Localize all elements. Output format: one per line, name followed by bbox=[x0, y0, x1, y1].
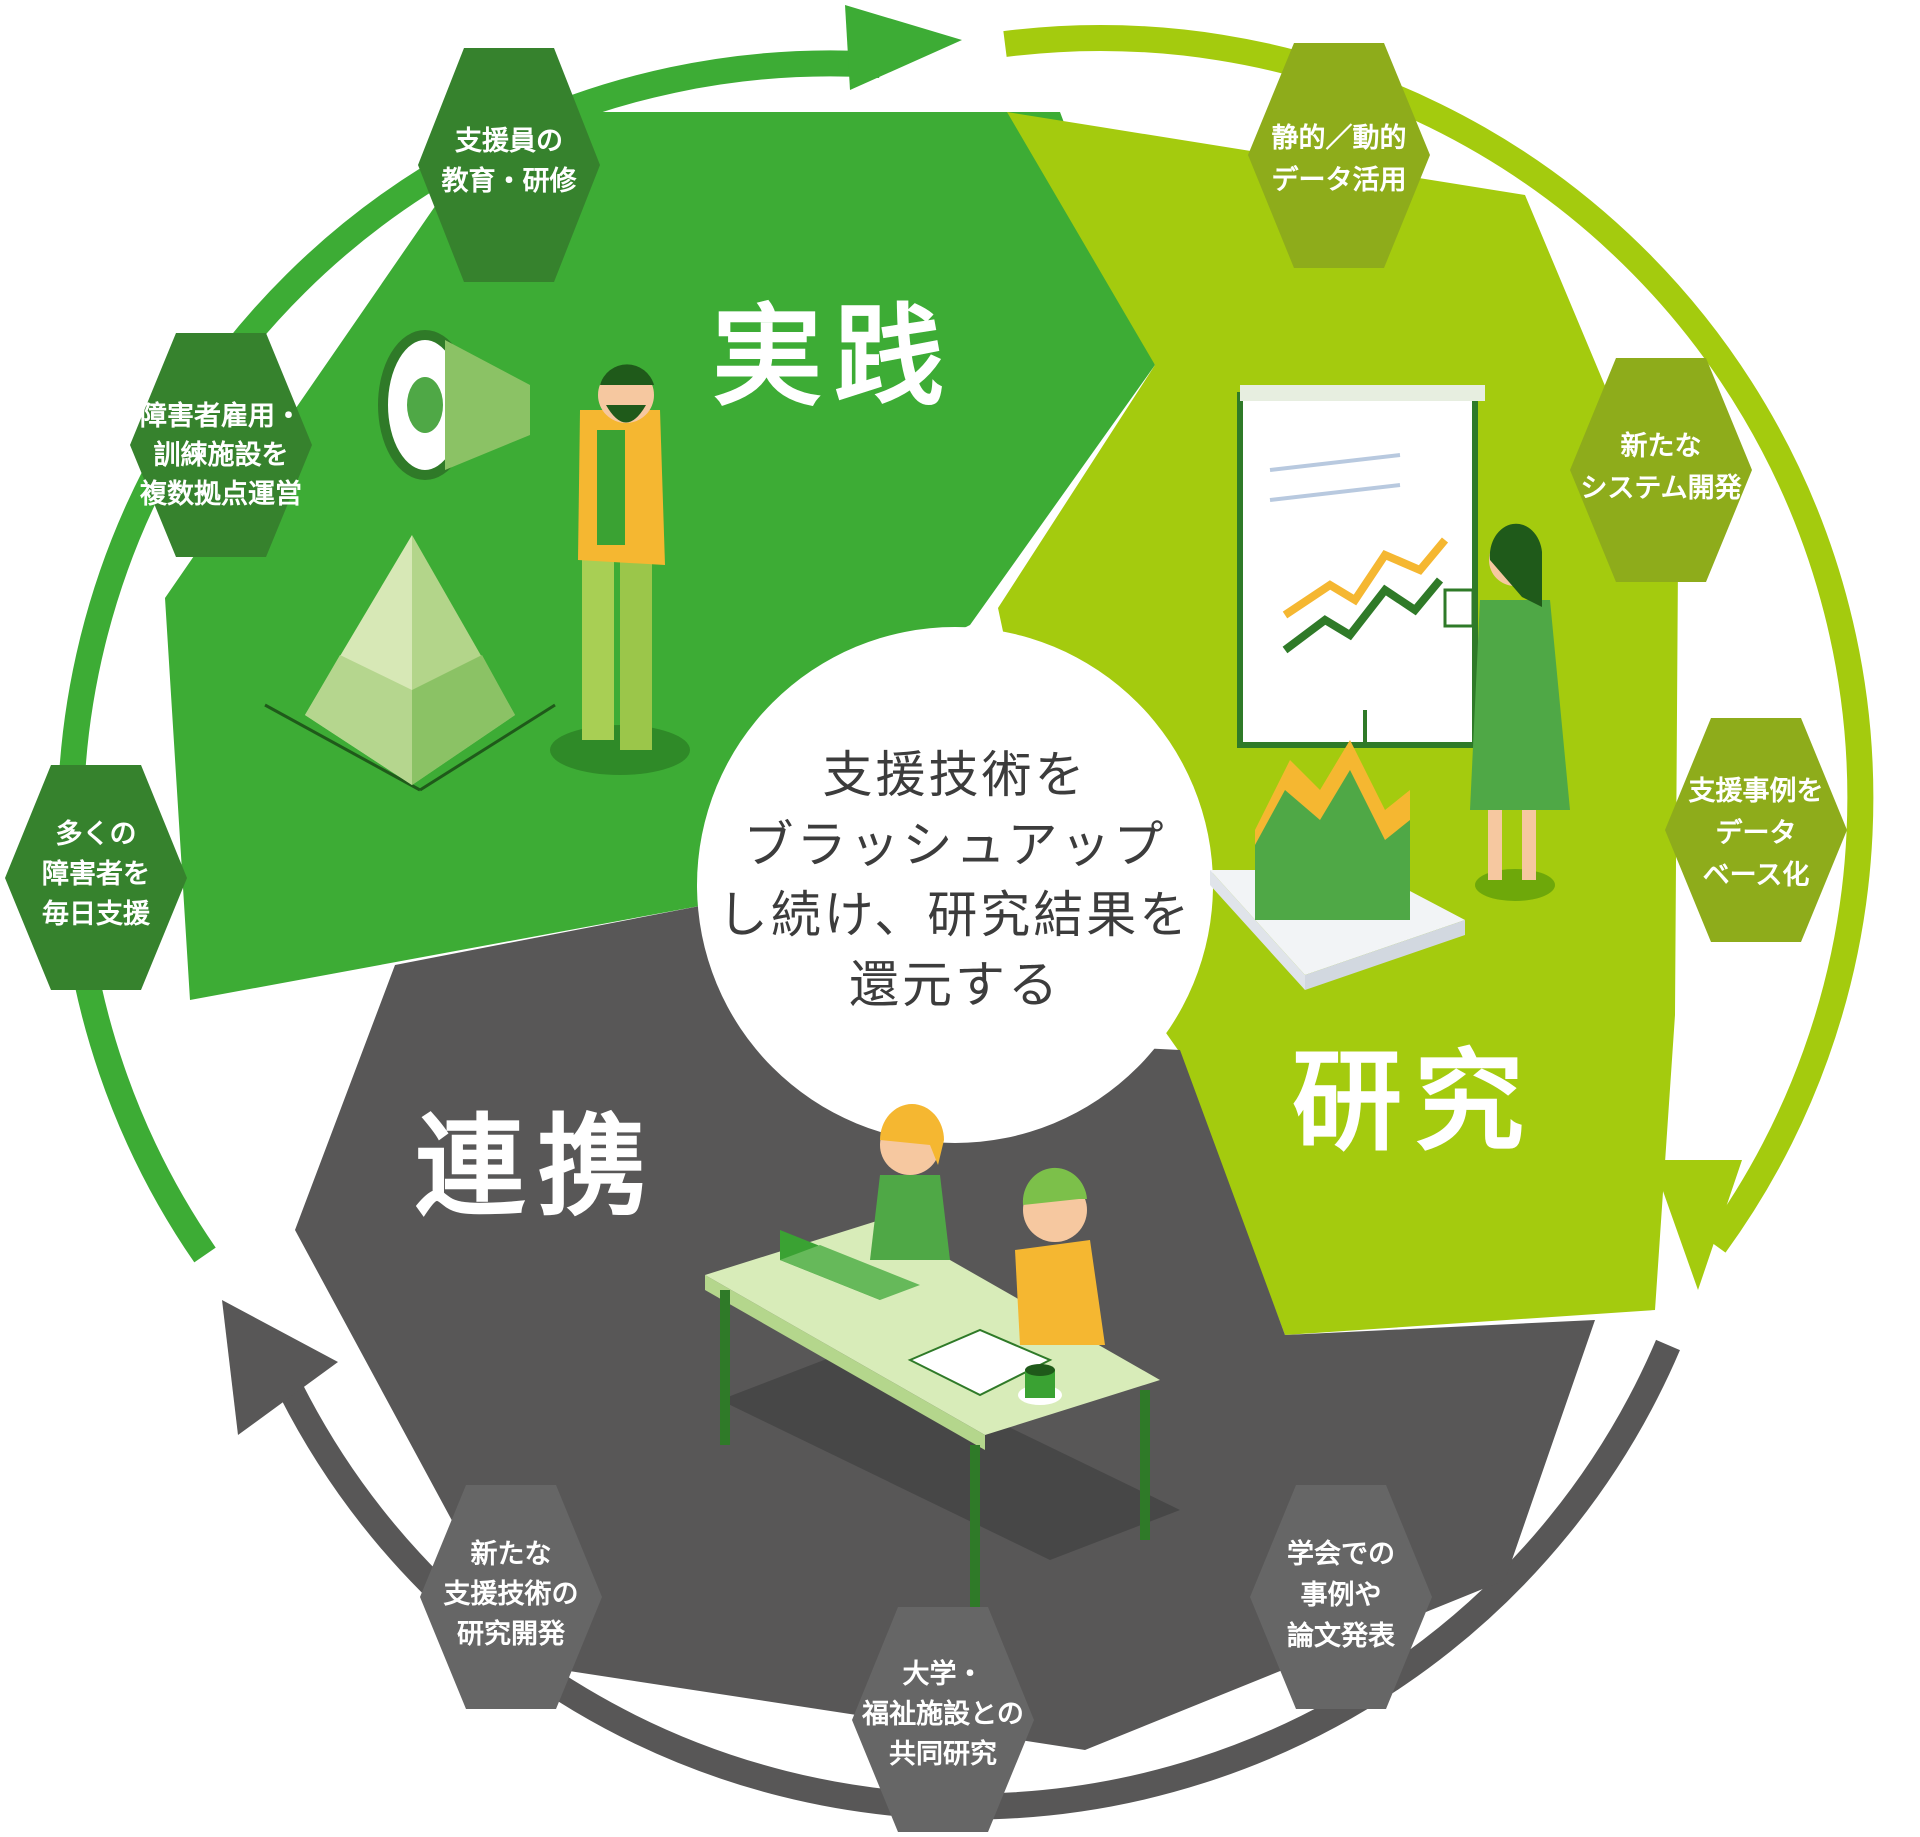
hex-new-system-line-2: システム開発 bbox=[1580, 473, 1742, 504]
practice-illustration bbox=[264, 330, 690, 792]
center-line-1: 支援技術を bbox=[823, 746, 1088, 804]
hex-new-system-line-1: 新たな bbox=[1621, 430, 1702, 462]
hex-data-use-line-2: データ活用 bbox=[1272, 164, 1407, 196]
hex-conference-line-2: 事例や bbox=[1301, 1580, 1382, 1611]
hex-data-use-line-1: 静的／動的 bbox=[1272, 122, 1407, 154]
hex-multi-site-line-3: 複数拠点運営 bbox=[140, 478, 302, 510]
hex-new-tech-line-1: 新たな bbox=[471, 1538, 552, 1570]
center-circle bbox=[697, 627, 1213, 1143]
hex-staff-training-line-2: 教育・研修 bbox=[442, 165, 578, 197]
center-line-4: 還元する bbox=[849, 956, 1061, 1014]
hex-case-database-line-3: ベース化 bbox=[1703, 860, 1810, 891]
hex-case-database-line-1: 支援事例を bbox=[1689, 776, 1824, 807]
research-cycle-arrow bbox=[1003, 25, 1874, 1253]
hex-multi-site-line-1: 障害者雇用・ bbox=[140, 400, 302, 432]
hex-multi-site-line-2: 訓練施設を bbox=[154, 439, 289, 471]
hex-daily-support-line-1: 多くの bbox=[56, 819, 137, 850]
hex-joint-research-line-2: 福祉施設との bbox=[861, 1698, 1024, 1730]
collaboration-illustration bbox=[705, 1104, 1180, 1625]
hex-new-tech-line-3: 研究開発 bbox=[457, 1618, 566, 1650]
practice-label: 実践 bbox=[712, 293, 956, 421]
hex-new-tech: 新たな 支援技術の 研究開発 bbox=[420, 1485, 602, 1709]
hex-case-database-line-2: データ bbox=[1716, 817, 1797, 849]
hexagons: 支援員の 教育・研修 障害者雇用・ 訓練施設を 複数拠点運営 多くの 障害者を … bbox=[5, 43, 1847, 1832]
hex-data-use: 静的／動的 データ活用 bbox=[1248, 43, 1430, 268]
practice-arrow-head bbox=[845, 5, 962, 90]
hex-staff-training: 支援員の 教育・研修 bbox=[418, 48, 600, 282]
center-message: 支援技術を ブラッシュアップ し続け、研究結果を 還元する bbox=[718, 746, 1193, 1014]
hex-joint-research-line-1: 大学・ bbox=[903, 1658, 984, 1690]
research-arrow-head bbox=[1652, 1160, 1742, 1290]
center-line-2: ブラッシュアップ bbox=[744, 816, 1167, 874]
hex-multi-site: 障害者雇用・ 訓練施設を 複数拠点運営 bbox=[130, 333, 312, 557]
collaboration-arrow-head bbox=[222, 1300, 338, 1435]
hex-conference-line-1: 学会での bbox=[1287, 1538, 1395, 1570]
hex-case-database: 支援事例を データ ベース化 bbox=[1665, 718, 1847, 942]
hex-conference: 学会での 事例や 論文発表 bbox=[1250, 1485, 1432, 1709]
hex-joint-research-line-3: 共同研究 bbox=[889, 1738, 997, 1770]
hex-conference-line-3: 論文発表 bbox=[1287, 1620, 1395, 1652]
hex-daily-support: 多くの 障害者を 毎日支援 bbox=[5, 765, 187, 990]
hex-new-system: 新たな システム開発 bbox=[1570, 358, 1752, 582]
hex-new-tech-line-2: 支援技術の bbox=[444, 1579, 579, 1610]
research-label: 研究 bbox=[1292, 1038, 1536, 1166]
hex-joint-research: 大学・ 福祉施設との 共同研究 bbox=[852, 1607, 1034, 1832]
research-illustration bbox=[1210, 385, 1570, 990]
center-line-3: し続け、研究結果を bbox=[718, 886, 1193, 944]
hex-staff-training-line-1: 支援員の bbox=[455, 126, 563, 157]
hex-daily-support-line-3: 毎日支援 bbox=[42, 899, 151, 930]
collaboration-label: 連携 bbox=[415, 1103, 659, 1231]
hex-daily-support-line-2: 障害者を bbox=[42, 858, 150, 890]
